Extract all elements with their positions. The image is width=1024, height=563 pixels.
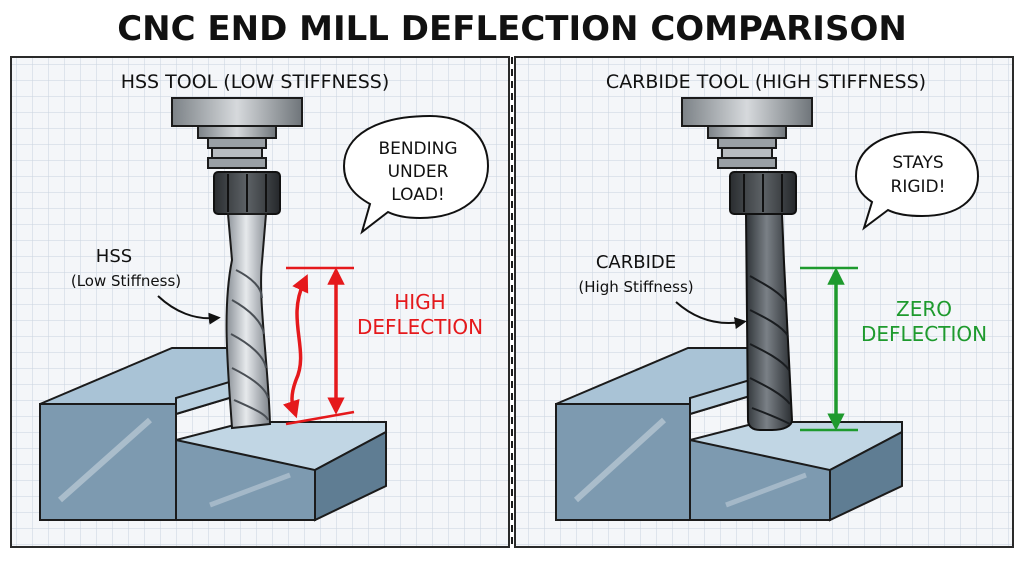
right-bubble-line-1: STAYS bbox=[892, 153, 943, 173]
zero-deflection-line-2: DEFLECTION bbox=[861, 322, 987, 346]
left-bubble-line-1: BENDING bbox=[378, 139, 457, 159]
carbide-sublabel: (High Stiffness) bbox=[578, 278, 693, 296]
left-speech-bubble bbox=[342, 114, 490, 235]
hss-sublabel: (Low Stiffness) bbox=[71, 272, 181, 290]
right-deflection-indicator bbox=[800, 266, 858, 432]
carbide-label: CARBIDE bbox=[596, 252, 676, 273]
left-bubble-line-2: UNDER bbox=[388, 162, 449, 182]
carbide-pointer-arrow bbox=[675, 301, 747, 330]
left-collet-nut bbox=[213, 171, 281, 215]
left-panel-heading: HSS TOOL (LOW STIFFNESS) bbox=[121, 71, 390, 93]
high-deflection-line-2: DEFLECTION bbox=[357, 315, 483, 339]
right-bubble-line-2: RIGID! bbox=[891, 177, 946, 197]
high-deflection-line-1: HIGH bbox=[394, 290, 445, 314]
right-panel-heading: CARBIDE TOOL (HIGH STIFFNESS) bbox=[606, 71, 926, 93]
right-spindle bbox=[681, 97, 813, 169]
carbide-end-mill bbox=[744, 213, 794, 431]
zero-deflection-line-1: ZERO bbox=[896, 297, 952, 321]
right-speech-bubble bbox=[854, 130, 980, 231]
hss-end-mill bbox=[225, 213, 272, 430]
right-collet-nut bbox=[729, 171, 797, 215]
left-workpiece-block bbox=[39, 347, 387, 522]
left-deflection-indicator bbox=[282, 266, 355, 426]
left-spindle bbox=[171, 97, 303, 169]
hss-pointer-arrow bbox=[157, 295, 221, 325]
page-title: CNC END MILL DEFLECTION COMPARISON bbox=[117, 9, 907, 49]
right-workpiece-block bbox=[555, 347, 903, 522]
hss-label: HSS bbox=[96, 246, 132, 267]
left-bubble-line-3: LOAD! bbox=[391, 185, 444, 205]
